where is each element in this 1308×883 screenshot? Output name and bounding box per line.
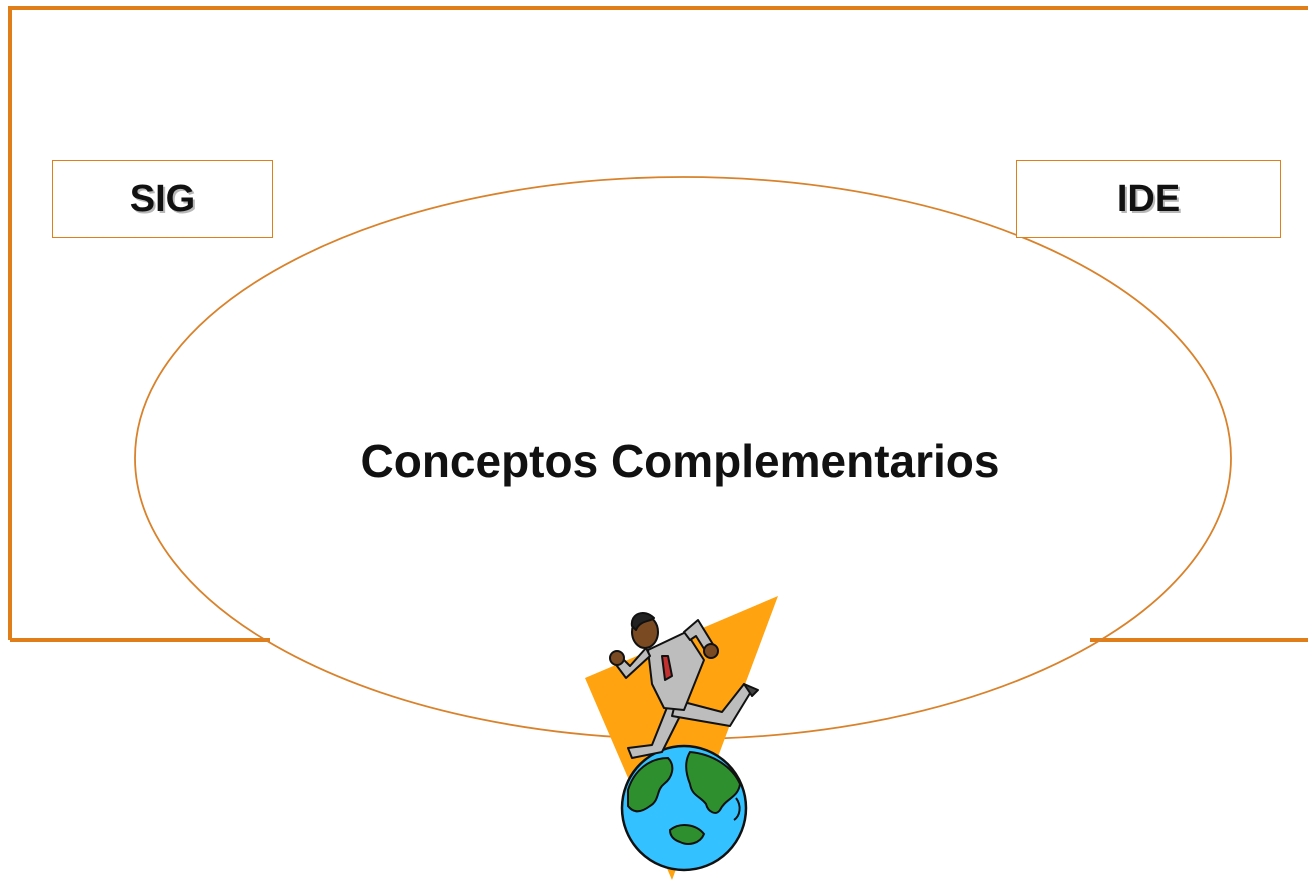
outer-frame bbox=[8, 6, 1308, 642]
ide-box: IDE bbox=[1016, 160, 1281, 238]
ide-label: IDE bbox=[1116, 177, 1181, 220]
running-man bbox=[609, 611, 759, 759]
center-title: Conceptos Complementarios bbox=[360, 435, 1000, 487]
sig-label: SIG bbox=[129, 177, 196, 220]
sig-box: SIG bbox=[52, 160, 273, 238]
running-man-on-globe-icon bbox=[585, 596, 778, 880]
